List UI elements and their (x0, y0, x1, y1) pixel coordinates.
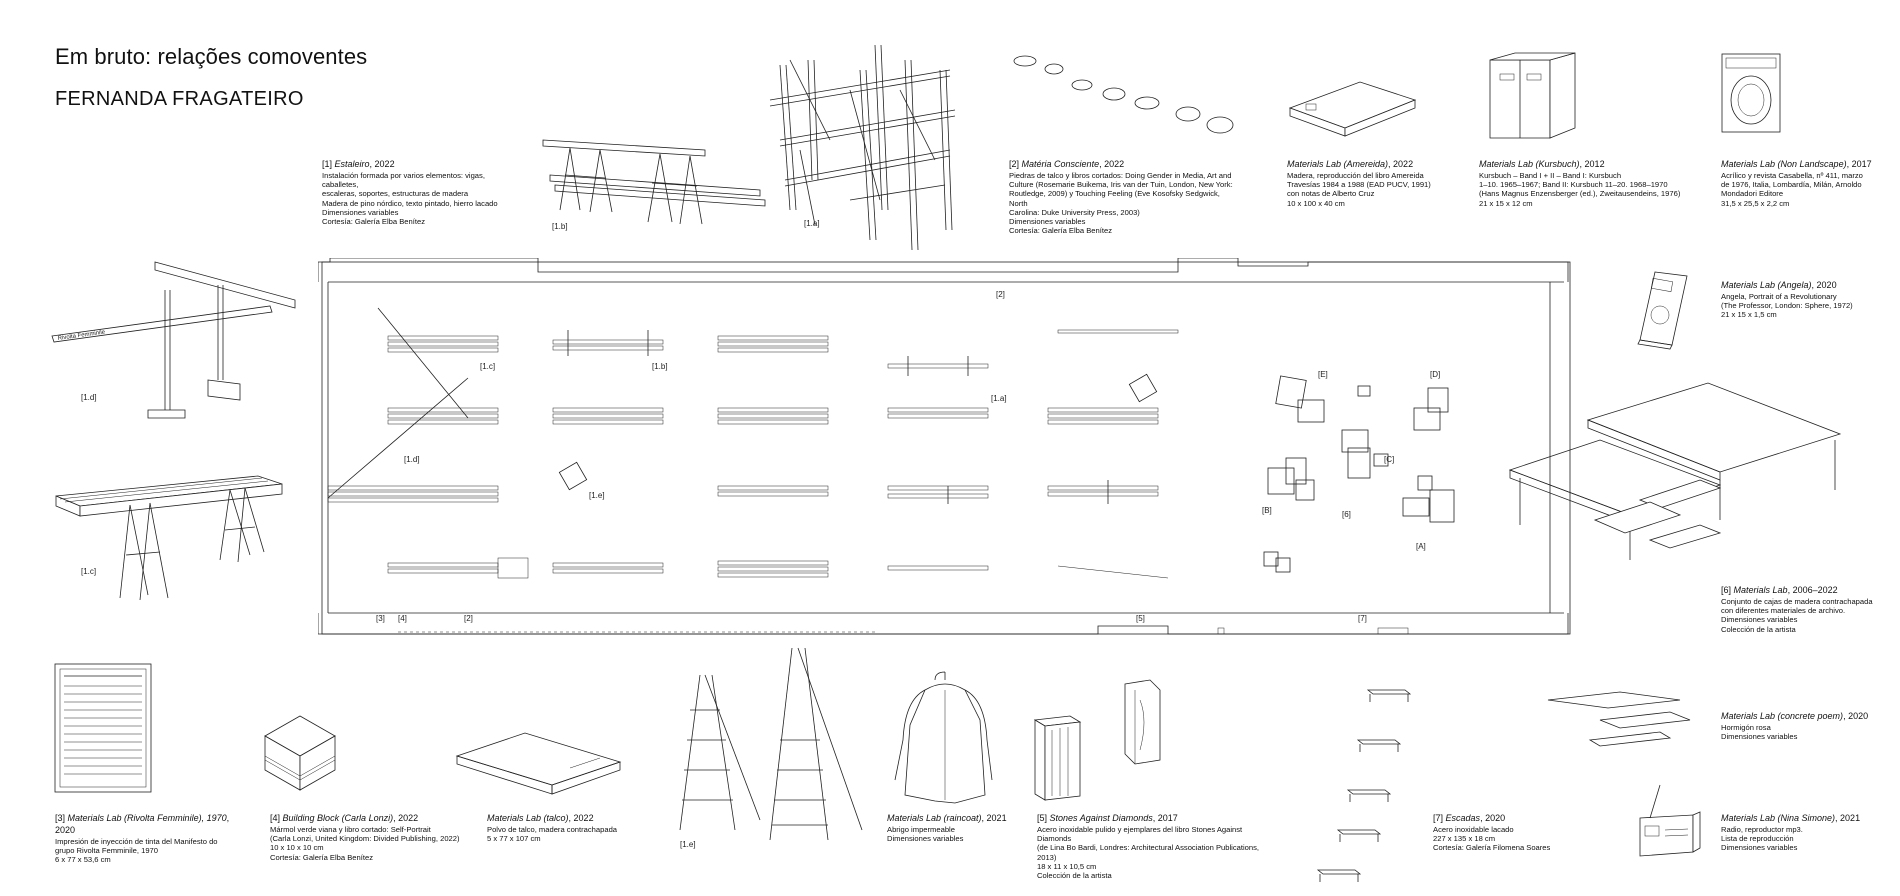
label-1c: [1.c] (81, 567, 97, 576)
plan-label-2-top: [2] (996, 290, 1005, 299)
plan-label-1e: [1.e] (589, 491, 605, 500)
plan-label-6: [6] (1342, 510, 1351, 519)
caption-materia-consciente: [2] Matéria Consciente, 2022 Piedras de … (1009, 159, 1233, 236)
caption-non-landscape: Materials Lab (Non Landscape), 2017 Acrí… (1721, 159, 1872, 208)
plan-walls (318, 258, 1571, 635)
plan-label-B: [B] (1262, 506, 1272, 515)
caption-rivolta-femminile: [3] Materials Lab (Rivolta Femminile), 1… (55, 813, 230, 865)
plan-label-1a: [1.a] (991, 394, 1007, 403)
caption-amereida: Materials Lab (Amereida), 2022 Madera, r… (1287, 159, 1431, 208)
caption-building-block: [4] Building Block (Carla Lonzi), 2022 M… (270, 813, 460, 862)
plan-label-3: [3] (376, 614, 385, 623)
drawing-raincoat (894, 671, 993, 804)
plan-label-1b: [1.b] (652, 362, 668, 371)
drawing-building-block (264, 715, 336, 791)
beam-text: Rivolta Femminile (57, 329, 106, 342)
drawing-estaleiro-1a (769, 44, 956, 251)
plan-label-A: [A] (1416, 542, 1426, 551)
caption-nina-simone: Materials Lab (Nina Simone), 2021 Radio,… (1721, 813, 1861, 853)
caption-escadas: [7] Escadas, 2020 Acero inoxidable lacad… (1433, 813, 1551, 853)
drawing-angela (1637, 271, 1688, 350)
drawing-estaleiro-1d: Rivolta Femminile (51, 261, 296, 419)
plan-label-1c: [1.c] (480, 362, 496, 371)
plan-label-E: [E] (1318, 370, 1328, 379)
plan-beams (327, 307, 1179, 579)
caption-materials-lab: [6] Materials Lab, 2006–2022 Conjunto de… (1721, 585, 1873, 634)
plan-label-2-bottom: [2] (464, 614, 473, 623)
caption-estaleiro: [1] Estaleiro, 2022 Instalación formada … (322, 159, 498, 227)
caption-kursbuch: Materials Lab (Kursbuch), 2012 Kursbuch … (1479, 159, 1681, 208)
drawing-estaleiro-1b (542, 139, 766, 225)
plan-label-D: [D] (1430, 370, 1441, 379)
artist-name: FERNANDA FRAGATEIRO (55, 88, 304, 110)
drawing-amereida (1288, 81, 1417, 137)
floor-plan (318, 258, 1571, 635)
drawing-stones (1013, 55, 1234, 134)
drawing-kursbuch (1489, 52, 1576, 139)
drawing-concrete-poem (1547, 691, 1691, 747)
drawing-ladders (679, 647, 863, 841)
caption-concrete-poem: Materials Lab (concrete poem), 2020 Horm… (1721, 711, 1869, 742)
drawing-radio (1639, 784, 1701, 857)
caption-raincoat: Materials Lab (raincoat), 2021 Abrigo im… (887, 813, 1007, 844)
label-1b: [1.b] (552, 222, 568, 231)
drawing-talco (455, 732, 622, 795)
label-1a: [1.a] (804, 219, 820, 228)
caption-stones-against-diamonds: [5] Stones Against Diamonds, 2017 Acero … (1037, 813, 1260, 881)
drawing-escadas (1316, 689, 1412, 882)
caption-angela: Materials Lab (Angela), 2020 Angela, Por… (1721, 280, 1853, 320)
plan-label-C: [C] (1384, 455, 1395, 464)
caption-talco: Materials Lab (talco), 2022 Polvo de tal… (487, 813, 618, 844)
label-1d: [1.d] (81, 393, 97, 402)
drawing-stones-against-diamonds (1033, 679, 1161, 801)
plan-boxes (1263, 375, 1455, 573)
drawing-rivolta-poster (54, 663, 152, 793)
exhibition-title: Em bruto: relações comoventes (55, 44, 368, 69)
plan-label-5: [5] (1136, 614, 1145, 623)
drawing-estaleiro-1c (55, 475, 283, 601)
plan-label-4: [4] (398, 614, 407, 623)
plan-label-1d: [1.d] (404, 455, 420, 464)
label-1e: [1.e] (680, 840, 696, 849)
drawing-materials-lab (1508, 382, 1842, 560)
plan-label-7: [7] (1358, 614, 1367, 623)
drawing-non-landscape (1721, 53, 1781, 133)
